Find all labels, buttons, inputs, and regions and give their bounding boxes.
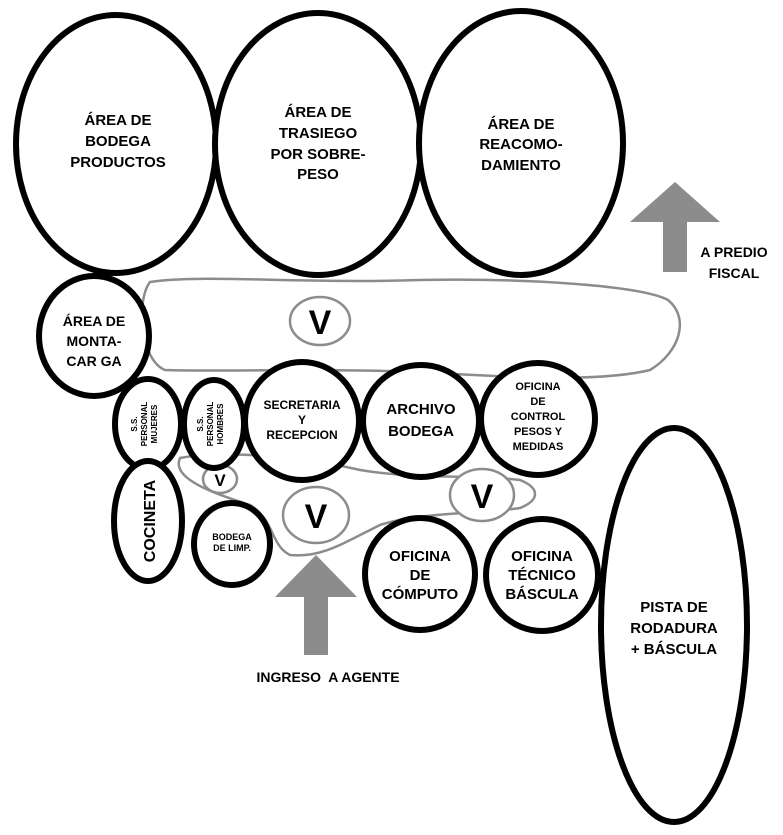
v-marker-center: V	[281, 485, 351, 545]
svg-text:ARCHIVO: ARCHIVO	[386, 401, 456, 418]
svg-text:ÁREA DE: ÁREA DE	[285, 104, 352, 121]
svg-text:INGRESO A AGENTE: INGRESO A AGENTE	[256, 669, 399, 685]
arrow-ingreso-agente: INGRESO A AGENTE	[256, 555, 400, 685]
svg-text:ÁREA DE: ÁREA DE	[63, 313, 126, 329]
svg-text:PRODUCTOS: PRODUCTOS	[70, 154, 166, 171]
svg-text:DE LIMP.: DE LIMP.	[213, 543, 251, 553]
svg-text:MONTA-: MONTA-	[67, 333, 122, 349]
area-cocineta: COCINETA	[111, 458, 185, 584]
v-marker-right: V	[448, 467, 516, 523]
svg-text:V: V	[305, 498, 328, 536]
svg-text:V: V	[471, 478, 494, 516]
area-montacarga: ÁREA DE MONTA- CAR GA	[36, 273, 152, 399]
svg-text:BODEGA: BODEGA	[388, 423, 454, 440]
circulation-zone-upper	[140, 277, 682, 379]
svg-text:Y: Y	[298, 413, 306, 427]
svg-text:COCINETA: COCINETA	[142, 479, 159, 562]
svg-text:A PREDIO: A PREDIO	[700, 244, 767, 260]
svg-text:PERSONAL: PERSONAL	[206, 402, 215, 447]
area-oficina-tecnico: OFICINA TÉCNICO BÁSCULA	[483, 516, 601, 634]
svg-text:PESO: PESO	[297, 166, 339, 183]
svg-text:TRASIEGO: TRASIEGO	[279, 125, 358, 142]
svg-text:OFICINA: OFICINA	[389, 548, 451, 565]
svg-text:FISCAL: FISCAL	[709, 265, 760, 281]
svg-text:ÁREA DE: ÁREA DE	[85, 112, 152, 129]
svg-text:V: V	[309, 304, 332, 342]
svg-text:PESOS Y: PESOS Y	[514, 426, 563, 438]
svg-text:HOMBRES: HOMBRES	[216, 403, 225, 445]
area-secretaria: SECRETARIA Y RECEPCION	[242, 359, 362, 483]
svg-text:DE: DE	[530, 396, 545, 408]
svg-text:MEDIDAS: MEDIDAS	[513, 441, 564, 453]
svg-text:+ BÁSCULA: + BÁSCULA	[631, 641, 717, 658]
svg-text:RODADURA: RODADURA	[630, 620, 718, 637]
svg-text:TÉCNICO: TÉCNICO	[508, 567, 576, 584]
svg-text:CÓMPUTO: CÓMPUTO	[382, 585, 459, 603]
svg-text:BÁSCULA: BÁSCULA	[505, 586, 578, 603]
area-ss-mujeres: S.S. PERSONAL MUJERES	[112, 376, 184, 472]
svg-text:SECRETARIA: SECRETARIA	[263, 398, 340, 412]
svg-text:DE: DE	[410, 567, 431, 584]
svg-text:PISTA DE: PISTA DE	[640, 599, 708, 616]
area-trasiego: ÁREA DE TRASIEGO POR SOBRE- PESO	[212, 10, 424, 278]
svg-text:PERSONAL: PERSONAL	[140, 402, 149, 447]
area-oficina-control: OFICINA DE CONTROL PESOS Y MEDIDAS	[478, 360, 598, 478]
arrow-predio-fiscal: A PREDIO FISCAL	[630, 182, 768, 281]
svg-text:OFICINA: OFICINA	[515, 381, 560, 393]
v-marker-upper: V	[288, 295, 352, 347]
svg-text:OFICINA: OFICINA	[511, 548, 573, 565]
area-reacomodamiento: ÁREA DE REACOMO- DAMIENTO	[416, 8, 626, 278]
svg-text:REACOMO-: REACOMO-	[479, 136, 562, 153]
area-archivo: ARCHIVO BODEGA	[360, 362, 482, 480]
svg-text:S.S.: S.S.	[196, 416, 205, 431]
area-oficina-computo: OFICINA DE CÓMPUTO	[362, 515, 478, 633]
svg-text:POR SOBRE-: POR SOBRE-	[270, 146, 365, 163]
svg-text:RECEPCION: RECEPCION	[266, 428, 337, 442]
svg-text:DAMIENTO: DAMIENTO	[481, 157, 561, 174]
svg-text:ÁREA DE: ÁREA DE	[488, 116, 555, 133]
area-pista-rodadura: PISTA DE RODADURA + BÁSCULA	[598, 425, 750, 825]
area-ss-hombres: S.S. PERSONAL HOMBRES	[181, 377, 247, 471]
svg-text:S.S.: S.S.	[130, 416, 139, 431]
svg-text:MUJERES: MUJERES	[150, 404, 159, 443]
area-bodega-limpieza: BODEGA DE LIMP.	[191, 500, 273, 588]
svg-text:BODEGA: BODEGA	[85, 133, 151, 150]
area-bodega-productos: ÁREA DE BODEGA PRODUCTOS	[13, 12, 219, 276]
svg-text:CAR GA: CAR GA	[66, 353, 121, 369]
svg-text:BODEGA: BODEGA	[212, 532, 252, 542]
svg-text:V: V	[214, 471, 226, 490]
svg-text:CONTROL: CONTROL	[511, 411, 566, 423]
